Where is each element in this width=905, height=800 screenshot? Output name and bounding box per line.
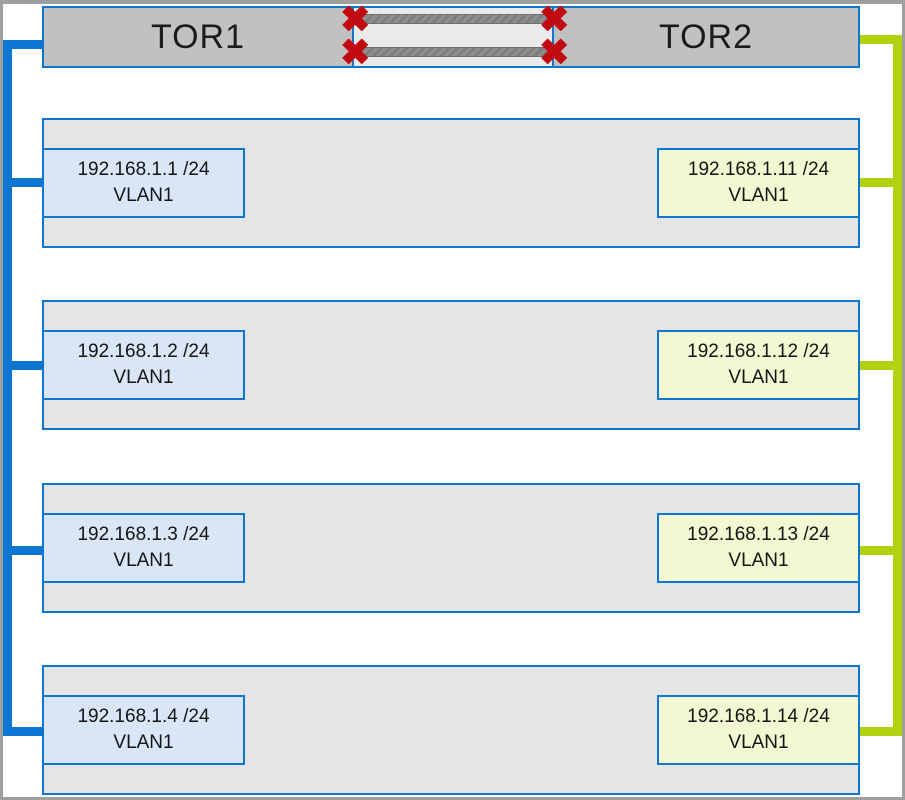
- tor2-server1-stub: [858, 178, 902, 187]
- nic-vlan-label: VLAN1: [728, 367, 789, 388]
- tor2-server3-stub: [858, 546, 902, 555]
- nic-ip-label: 192.168.1.12 /24: [687, 341, 830, 362]
- nic-ip-label: 192.168.1.3 /24: [77, 524, 210, 545]
- inter-switch-link-panel: [352, 8, 554, 66]
- server1-nic-tor2: 192.168.1.11 /24 VLAN1: [657, 148, 860, 218]
- link-failure-icon: ✖: [339, 31, 371, 73]
- nic-ip-label: 192.168.1.1 /24: [77, 159, 210, 180]
- tor2-switch-label: TOR2: [658, 17, 754, 56]
- nic-vlan-label: VLAN1: [728, 185, 789, 206]
- nic-ip-label: 192.168.1.14 /24: [687, 706, 830, 727]
- link-failure-icon: ✖: [339, 0, 371, 40]
- server3-nic-tor2: 192.168.1.13 /24 VLAN1: [657, 513, 860, 583]
- tor2-uplink-stub: [858, 35, 902, 44]
- tor2-connector-line: [893, 35, 902, 736]
- tor1-server1-stub: [3, 178, 42, 187]
- server3-nic-tor1: 192.168.1.3 /24 VLAN1: [42, 513, 245, 583]
- tor1-uplink-stub: [3, 40, 42, 49]
- nic-vlan-label: VLAN1: [113, 732, 174, 753]
- tor1-server4-stub: [3, 727, 42, 736]
- server-row-2: 192.168.1.2 /24 VLAN1 192.168.1.12 /24 V…: [42, 300, 860, 430]
- nic-vlan-label: VLAN1: [113, 367, 174, 388]
- link-failure-icon: ✖: [538, 31, 570, 73]
- server2-nic-tor2: 192.168.1.12 /24 VLAN1: [657, 330, 860, 400]
- tor1-switch-label: TOR1: [150, 17, 246, 56]
- tor2-server4-stub: [858, 727, 902, 736]
- nic-vlan-label: VLAN1: [728, 732, 789, 753]
- tor2-server2-stub: [858, 361, 902, 370]
- tor1-server3-stub: [3, 546, 42, 555]
- nic-ip-label: 192.168.1.4 /24: [77, 706, 210, 727]
- tor1-server2-stub: [3, 361, 42, 370]
- nic-vlan-label: VLAN1: [728, 550, 789, 571]
- nic-ip-label: 192.168.1.11 /24: [687, 159, 830, 180]
- inter-switch-link-1: [357, 14, 549, 24]
- server4-nic-tor1: 192.168.1.4 /24 VLAN1: [42, 695, 245, 765]
- server4-nic-tor2: 192.168.1.14 /24 VLAN1: [657, 695, 860, 765]
- server1-nic-tor1: 192.168.1.1 /24 VLAN1: [42, 148, 245, 218]
- nic-vlan-label: VLAN1: [113, 185, 174, 206]
- server-row-4: 192.168.1.4 /24 VLAN1 192.168.1.14 /24 V…: [42, 665, 860, 795]
- server-row-1: 192.168.1.1 /24 VLAN1 192.168.1.11 /24 V…: [42, 118, 860, 248]
- link-failure-icon: ✖: [538, 0, 570, 40]
- nic-ip-label: 192.168.1.13 /24: [687, 524, 830, 545]
- server2-nic-tor1: 192.168.1.2 /24 VLAN1: [42, 330, 245, 400]
- inter-switch-link-2: [357, 47, 549, 57]
- server-row-3: 192.168.1.3 /24 VLAN1 192.168.1.13 /24 V…: [42, 483, 860, 613]
- tor1-connector-line: [3, 40, 12, 736]
- nic-ip-label: 192.168.1.2 /24: [77, 341, 210, 362]
- nic-vlan-label: VLAN1: [113, 550, 174, 571]
- tor-switch-pair: TOR1 TOR2 ✖ ✖ ✖ ✖: [42, 1, 860, 73]
